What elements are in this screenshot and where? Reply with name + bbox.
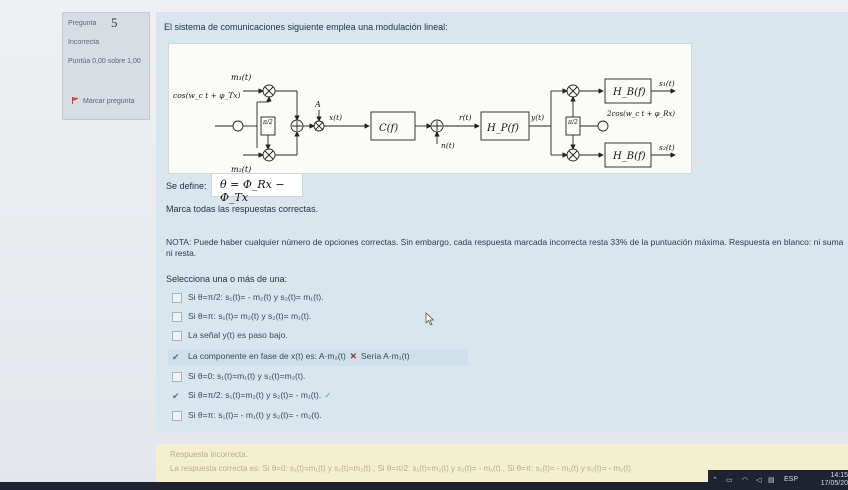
correct-icon: ✓	[324, 390, 332, 400]
checkmark-icon: ✔	[172, 352, 180, 362]
checkbox[interactable]: ✔	[172, 391, 180, 401]
volume-icon[interactable]: ◁	[756, 477, 762, 484]
option-text-row: La componente en fase de x(t) es: A·m₂(t…	[188, 351, 410, 362]
theta-equation: θ = Φ_Rx − Φ_Tx	[220, 178, 285, 204]
correct-answer-text: La respuesta correcta es: Si θ=0: s₁(t)=…	[170, 464, 634, 473]
checkbox[interactable]	[172, 372, 182, 382]
battery-icon[interactable]: ▭	[726, 477, 733, 484]
question-label: Pregunta	[68, 20, 97, 27]
rx-phase-label: π/2	[567, 119, 578, 126]
block-diagram: m₁(t) m₂(t) cos(w_c t + φ_Tx) π/2 A x(t)…	[168, 43, 692, 174]
question-content: El sistema de comunicaciones siguiente e…	[156, 12, 848, 432]
hb-bottom-label: H_B(f)	[612, 151, 646, 162]
incorrect-icon: ✕	[349, 351, 357, 361]
checkmark-icon: ✔	[172, 391, 180, 401]
network-icon[interactable]: ▤	[768, 477, 775, 484]
checkbox[interactable]	[172, 411, 182, 421]
taskbar	[0, 482, 848, 490]
noise-label: n(t)	[441, 141, 455, 150]
question-status: Incorrecta	[68, 39, 100, 46]
checkbox[interactable]: ✔	[172, 352, 180, 362]
question-number: 5	[111, 15, 118, 30]
m1-label: m₁(t)	[231, 73, 251, 82]
question-intro: El sistema de comunicaciones siguiente e…	[164, 22, 448, 32]
s2-label: s₂(t)	[659, 143, 675, 152]
option-text: Si θ=π: s₁(t)= - m₁(t) y s₂(t)= - m₂(t).	[188, 410, 322, 420]
theta-definition-box: θ = Φ_Rx − Φ_Tx	[211, 173, 303, 204]
instruction-text: Marca todas las respuestas correctas.	[166, 204, 319, 214]
option-text: La señal y(t) es paso bajo.	[188, 330, 288, 340]
tx-phase-label: π/2	[262, 119, 273, 126]
flag-question-link[interactable]: Marcar pregunta	[83, 98, 135, 105]
clock-date: 17/05/20	[820, 480, 848, 487]
language-indicator[interactable]: ESP	[784, 476, 799, 483]
option-text: La componente en fase de x(t) es: A·m₂(t…	[188, 351, 346, 361]
rt-label: r(t)	[459, 113, 472, 122]
note-text: NOTA: Puede haber cualquier número de op…	[166, 237, 844, 258]
question-info-panel: Pregunta 5 Incorrecta Puntúa 0,00 sobre …	[62, 12, 150, 120]
flag-icon[interactable]	[72, 97, 78, 104]
system-tray-background	[708, 470, 848, 490]
checkbox[interactable]	[172, 331, 182, 341]
xt-label: x(t)	[329, 113, 342, 122]
option-text-row: Si θ=π/2: s₁(t)=m₂(t) y s₂(t)= - m₁(t).✓	[188, 390, 331, 401]
option-text: Si θ=π/2: s₁(t)= - m₂(t) y s₂(t)= m₁(t).	[188, 292, 324, 302]
option-text: Si θ=π: s₁(t)= m₂(t) y s₂(t)= m₁(t).	[188, 311, 312, 321]
checkbox[interactable]	[172, 293, 182, 303]
channel-label: C(f)	[379, 123, 398, 134]
hb-top-label: H_B(f)	[612, 87, 646, 98]
clock-time: 14:15	[830, 472, 848, 479]
feedback-status: Respuesta incorrecta.	[170, 450, 248, 459]
chevron-up-icon[interactable]: ⌃	[712, 477, 718, 484]
checkbox[interactable]	[172, 312, 182, 322]
m2-label: m₂(t)	[231, 165, 251, 174]
option-text: Si θ=π/2: s₁(t)=m₂(t) y s₂(t)= - m₁(t).	[188, 390, 322, 400]
define-label: Se define:	[166, 181, 207, 191]
option-highlight	[168, 349, 468, 366]
clock[interactable]: 14:15 17/05/20	[818, 472, 848, 488]
yt-label: y(t)	[530, 113, 544, 122]
hp-label: H_P(f)	[486, 123, 519, 134]
option-text: Si θ=0: s₁(t)=m₁(t) y s₂(t)=m₂(t).	[188, 371, 306, 381]
feedback-hint: Sería A·m₁(t)	[360, 351, 410, 361]
gain-label: A	[314, 100, 321, 109]
select-prompt: Selecciona una o más de una:	[166, 274, 288, 284]
wifi-icon[interactable]: ◠	[742, 477, 749, 484]
system-tray: ⌃ ▭ ◠ ◁ ▤ ESP 14:15 17/05/20	[708, 470, 848, 490]
s1-label: s₁(t)	[659, 79, 675, 88]
rx-carrier-label: 2cos(w_c t + φ_Rx)	[606, 110, 675, 118]
mouse-cursor-icon	[425, 312, 435, 326]
question-score: Puntúa 0,00 sobre 1,00	[68, 58, 141, 65]
tx-carrier-label: cos(w_c t + φ_Tx)	[173, 91, 241, 100]
